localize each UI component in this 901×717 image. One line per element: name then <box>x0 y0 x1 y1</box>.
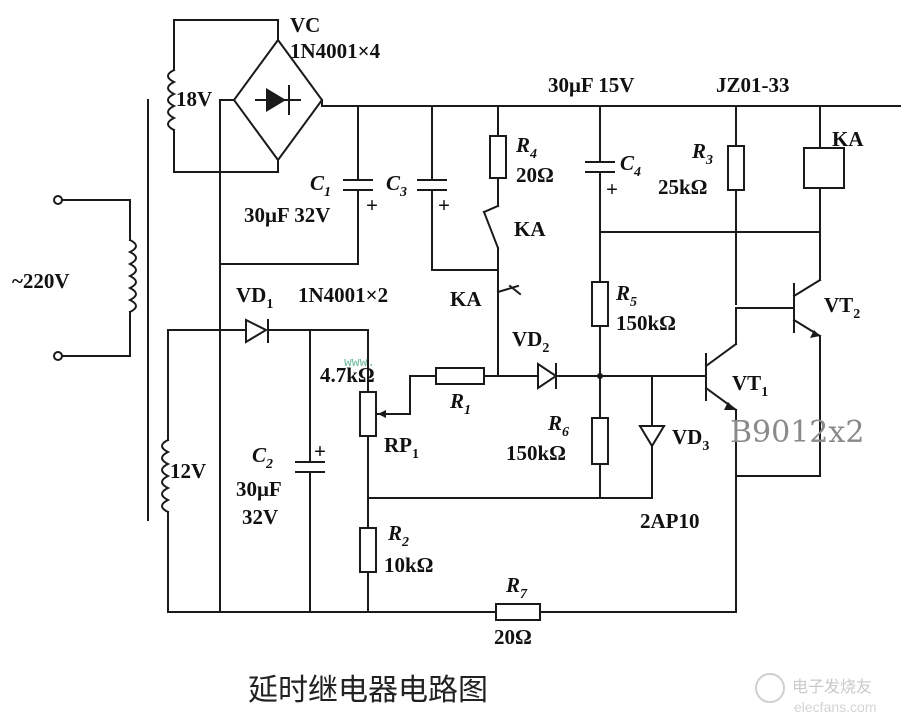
resistor-r1 <box>435 367 535 385</box>
label-r6-value: 150kΩ <box>506 441 566 465</box>
secondary-18v <box>167 19 279 173</box>
label-vt2: VT2 <box>824 293 860 322</box>
label-c2-plus: + <box>314 439 326 463</box>
label-c1-plus: + <box>366 193 378 217</box>
label-vt1: VT1 <box>732 371 768 400</box>
label-rp-value: 4.7kΩ <box>320 363 375 387</box>
label-vc-part: 1N4001×4 <box>290 39 381 63</box>
diode-vd1 <box>245 318 369 393</box>
diode-vd3 <box>367 375 666 499</box>
capacitor-c4 <box>585 105 821 283</box>
label-r5-value: 150kΩ <box>616 311 676 335</box>
resistor-r2 <box>359 527 377 613</box>
label-c1: C1 <box>310 171 331 200</box>
resistor-r6 <box>591 417 609 499</box>
label-c4-plus: + <box>606 177 618 201</box>
label-12v: 12V <box>170 459 206 483</box>
label-r2-value: 10kΩ <box>384 553 434 577</box>
label-vd3: VD3 <box>672 425 709 454</box>
label-ka-switch-1: KA <box>514 217 546 241</box>
label-mains: ~220V <box>12 269 70 293</box>
label-r2: R2 <box>387 521 409 550</box>
terminal-top <box>53 195 63 205</box>
resistor-r5 <box>591 281 609 419</box>
label-r3-value: 25kΩ <box>658 175 708 199</box>
potentiometer-rp1 <box>359 375 437 529</box>
primary-coil <box>127 238 137 314</box>
label-18v: 18V <box>176 87 212 111</box>
label-r1: R1 <box>449 389 471 418</box>
secondary-coil-12v <box>161 438 171 514</box>
relay-coil-ka <box>803 105 845 281</box>
label-r7-value: 20Ω <box>494 625 532 649</box>
watermark-site: elecfans.com <box>794 699 876 715</box>
bridge-rectifier <box>219 38 901 613</box>
label-c3-plus: + <box>438 193 450 217</box>
label-c3: C3 <box>386 171 407 200</box>
label-vd1-part: 1N4001×2 <box>298 283 388 307</box>
label-ka-switch-2: KA <box>450 287 482 311</box>
mains-input <box>53 99 149 521</box>
label-vd1: VD1 <box>236 283 273 312</box>
terminal-bottom <box>53 351 63 361</box>
label-c2: C2 <box>252 443 273 472</box>
transistor-vt2 <box>735 278 822 477</box>
label-vd3-part: 2AP10 <box>640 509 700 533</box>
secondary-coil-18v <box>167 68 177 132</box>
watermark-text: 电子发烧友 <box>792 677 872 696</box>
capacitor-c2 <box>295 329 325 613</box>
label-transistor-part: B9012x2 <box>730 415 864 450</box>
secondary-12v <box>161 329 497 613</box>
capacitor-c1 <box>219 105 373 265</box>
resistor-r7 <box>495 603 737 621</box>
label-r3: R3 <box>691 139 713 168</box>
label-c4: C4 <box>620 151 641 180</box>
label-vd2: VD2 <box>512 327 549 356</box>
label-ka-coil: KA <box>832 127 864 151</box>
label-c2-value-2: 32V <box>242 505 278 529</box>
label-r6: R6 <box>547 411 569 440</box>
web-url-watermark: www. <box>344 355 375 370</box>
label-c4-spec: 30μF 15V <box>548 73 634 97</box>
label-c2-value-1: 30μF <box>236 477 282 501</box>
label-rp1: RP1 <box>384 433 419 462</box>
resistor-r3 <box>727 105 745 305</box>
diagram-caption: 延时继电器电路图 <box>248 673 488 708</box>
label-r4-value: 20Ω <box>516 163 554 187</box>
resistor-r4 <box>482 105 507 293</box>
diode-vd2 <box>533 362 603 390</box>
site-watermark: 电子发烧友 elecfans.com <box>755 673 876 715</box>
transistor-vt1 <box>599 307 738 613</box>
label-relay-part: JZ01-33 <box>716 73 790 97</box>
label-vc: VC <box>290 13 320 37</box>
capacitor-c3 <box>417 105 499 271</box>
watermark-logo-icon <box>755 673 785 703</box>
label-r5: R5 <box>615 281 637 310</box>
label-r4: R4 <box>515 133 537 162</box>
label-c1-value: 30μF 32V <box>244 203 330 227</box>
label-r7: R7 <box>505 573 528 602</box>
